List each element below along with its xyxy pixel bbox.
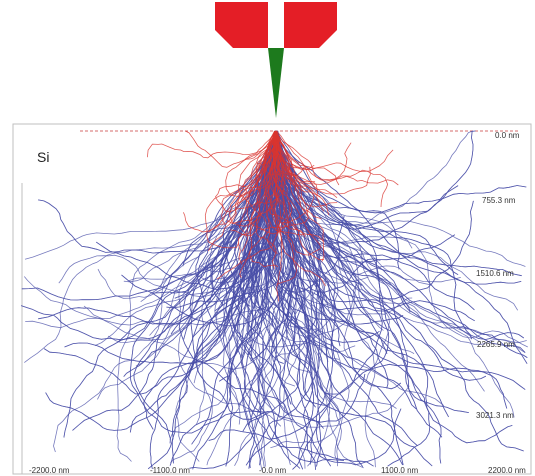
backscattered-trajectories <box>147 130 399 302</box>
trajectory-path <box>274 130 399 186</box>
trajectory-path <box>192 130 277 470</box>
trajectory-path <box>276 130 522 285</box>
trajectory-path <box>274 130 319 408</box>
trajectory-path <box>276 130 528 364</box>
trajectory-path <box>275 130 485 392</box>
material-label: Si <box>37 149 49 165</box>
trajectory-path <box>63 130 277 438</box>
gun-right-jaw <box>284 2 337 48</box>
trajectory-path <box>263 130 306 238</box>
trajectory-path <box>244 130 276 160</box>
trajectory-path <box>255 130 285 207</box>
trajectory-path <box>274 130 352 181</box>
trajectory-path <box>256 130 277 269</box>
y-tick-label-1: 755.3 nm <box>482 196 516 205</box>
trajectory-path <box>147 130 276 159</box>
trajectory-path <box>239 130 281 278</box>
trajectory-path <box>273 130 305 169</box>
y-tick-label-0: 0.0 nm <box>495 131 520 140</box>
trajectory-path <box>208 130 390 441</box>
trajectory-path <box>274 131 475 311</box>
trajectory-path <box>53 130 278 453</box>
trajectory-path <box>233 130 284 364</box>
trajectory-path <box>228 130 277 227</box>
trajectory-path <box>246 130 293 235</box>
x-tick-label-2: -0.0 nm <box>259 466 286 475</box>
electron-gun-icon <box>215 2 337 48</box>
trajectory-path <box>275 130 513 444</box>
trajectory-path <box>225 130 278 197</box>
trajectory-path <box>266 130 281 176</box>
trajectory-path <box>117 130 277 343</box>
gun-left-jaw <box>215 2 268 48</box>
x-tick-label-3: 1100.0 nm <box>381 466 419 475</box>
trajectory-path <box>274 130 333 470</box>
trajectory-path <box>43 130 278 395</box>
y-tick-label-2: 1510.6 nm <box>476 269 514 278</box>
trajectory-path <box>64 130 276 365</box>
trajectory-path <box>191 130 278 445</box>
trajectory-path <box>275 130 443 438</box>
x-tick-label-0: -2200.0 nm <box>29 466 70 475</box>
trajectory-path <box>274 130 338 208</box>
trajectory-path <box>274 130 469 413</box>
beam-cone <box>268 48 284 118</box>
x-tick-label-1: -1100.0 nm <box>150 466 190 475</box>
trajectory-path <box>196 130 294 421</box>
trajectory-path <box>276 130 456 263</box>
y-tick-label-3: 2265.9 nm <box>477 340 515 349</box>
y-tick-label-4: 3021.3 nm <box>476 411 514 420</box>
x-tick-label-4: 2200.0 nm <box>488 466 526 475</box>
trajectory-path <box>275 130 394 173</box>
